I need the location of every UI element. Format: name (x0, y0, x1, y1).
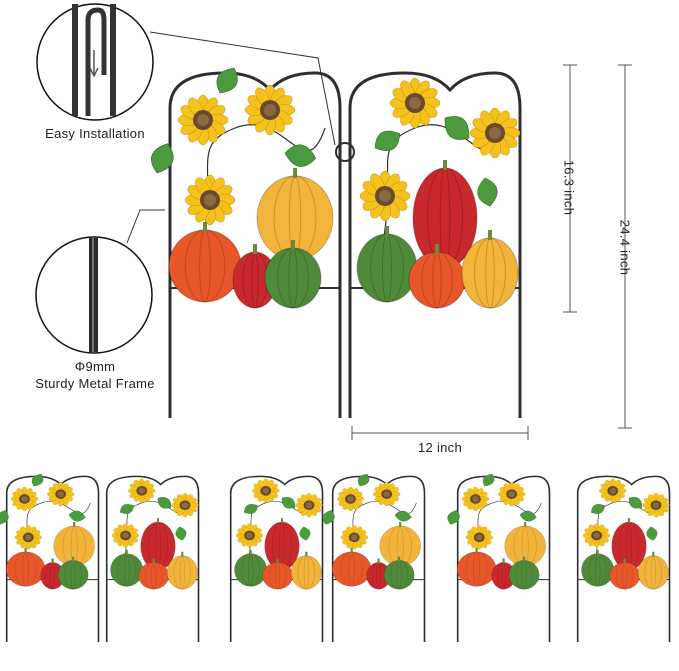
sunflower-icon (389, 77, 441, 129)
leaf-icon (157, 497, 172, 509)
sunflower-icon (10, 486, 39, 512)
sunflower-icon (244, 84, 296, 136)
fence-panel (322, 473, 426, 643)
sturdy-frame-label: Sturdy Metal Frame (35, 376, 155, 391)
pumpkin-icon (383, 556, 415, 590)
pumpkin-icon (508, 556, 540, 590)
sunflower-icon (336, 486, 365, 512)
sunflower-icon (295, 493, 323, 518)
leaf-icon (447, 510, 460, 525)
total-height-label: 24.4 inch (617, 219, 633, 276)
pumpkin-icon (504, 522, 546, 567)
sunflower-icon (359, 170, 411, 222)
pumpkin-icon (168, 222, 242, 303)
sunflower-icon (461, 486, 490, 512)
pumpkin-icon (234, 549, 268, 587)
diameter-label: Φ9mm (74, 359, 116, 374)
pumpkin-icon (5, 547, 46, 587)
leaf-icon (357, 473, 370, 487)
leaf-icon (216, 67, 238, 94)
sunflower-icon (47, 482, 75, 507)
pumpkin-icon (356, 226, 418, 303)
leaf-icon (646, 526, 658, 541)
sunflower-icon (14, 525, 42, 550)
pumpkin-icon (609, 558, 641, 590)
leaf-icon (244, 504, 258, 514)
easy-installation-label: Easy Installation (45, 126, 145, 141)
leaf-icon (281, 497, 296, 509)
pumpkin-icon (379, 522, 421, 567)
sunflower-icon (177, 94, 229, 146)
pumpkin-icon (331, 547, 372, 587)
panel-frame (105, 475, 200, 643)
sunflower-icon (498, 482, 526, 507)
leaf-icon (299, 526, 311, 541)
panel-frame (348, 71, 522, 418)
leaf-icon (477, 177, 498, 207)
pumpkin-icon (110, 549, 144, 587)
pumpkin-icon (232, 244, 278, 309)
fence-panel (447, 473, 551, 643)
fence-panel (229, 475, 324, 643)
leaf-icon (284, 144, 317, 167)
leaf-icon (394, 510, 412, 522)
sunflower-icon (373, 482, 401, 507)
dimension-lines (351, 64, 632, 440)
sunflower-icon (252, 478, 280, 503)
leaf-icon (628, 497, 643, 509)
leaf-icon (120, 504, 134, 514)
pumpkin-icon (166, 551, 198, 590)
fence-panel (576, 475, 671, 643)
sunflower-icon (642, 493, 670, 518)
panel-height-label: 16.3 inch (561, 159, 577, 216)
pumpkin-icon (290, 551, 322, 590)
leaf-icon (374, 130, 401, 151)
pumpkin-icon (408, 244, 466, 309)
pumpkin-icon (138, 558, 170, 590)
sunflower-icon (340, 525, 368, 550)
leaf-icon (68, 510, 86, 522)
sunflower-icon (465, 525, 493, 550)
sunflower-icon (111, 523, 140, 548)
installation-callout (36, 3, 336, 146)
connector-hook (335, 142, 355, 162)
pumpkin-icon (581, 549, 615, 587)
sunflower-icon (171, 493, 199, 518)
leaf-icon (175, 526, 187, 541)
pumpkin-icon (256, 168, 334, 261)
leaf-icon (591, 504, 605, 514)
panel-frame (229, 475, 324, 643)
sunflower-icon (469, 107, 521, 159)
fence-panel (0, 473, 100, 643)
sunflower-icon (184, 174, 236, 226)
panel-width-label: 12 inch (417, 440, 463, 455)
leaf-icon (150, 143, 174, 174)
sunflower-icon (128, 478, 156, 503)
pumpkin-icon (491, 558, 516, 590)
pumpkin-icon (456, 547, 497, 587)
frame-callout (35, 209, 165, 354)
sunflower-icon (599, 478, 627, 503)
sunflower-icon (582, 523, 611, 548)
pumpkin-icon (57, 556, 89, 590)
leaf-icon (444, 116, 470, 140)
leaf-icon (519, 510, 537, 522)
fence-panel (348, 71, 522, 418)
pumpkin-icon (637, 551, 669, 590)
sunflower-icon (235, 523, 264, 548)
panel-frame (576, 475, 671, 643)
hook-detail-icon (72, 4, 116, 116)
leaf-icon (31, 473, 44, 487)
fence-panel (150, 67, 342, 418)
pumpkin-icon (264, 240, 322, 309)
pumpkin-icon (461, 230, 519, 309)
leaf-icon (482, 473, 495, 487)
fence-panel (105, 475, 200, 643)
leaf-icon (0, 510, 9, 525)
leaf-icon (322, 510, 335, 525)
